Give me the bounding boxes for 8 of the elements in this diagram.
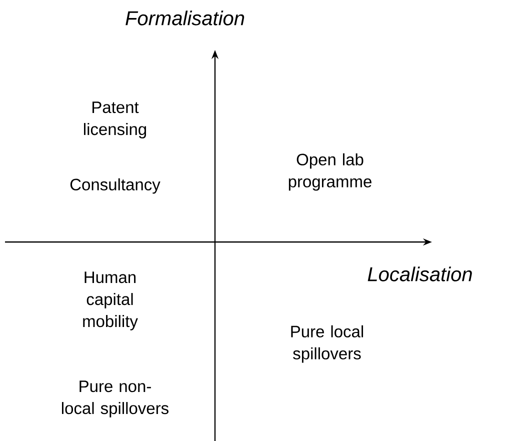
quadrant-label: Consultancy xyxy=(70,178,160,194)
axis-title: Localisation xyxy=(368,266,472,282)
quadrant-label: Open lab programme xyxy=(288,153,372,191)
quadrant-label: Pure non-local spillovers xyxy=(62,380,168,418)
quadrant-label: Human capital mobility xyxy=(83,272,138,330)
axis-title: Formalisation xyxy=(126,10,244,26)
quadrant-label: Pure local spillovers xyxy=(291,325,364,363)
quadrant-label: Patent licensing xyxy=(84,102,146,138)
